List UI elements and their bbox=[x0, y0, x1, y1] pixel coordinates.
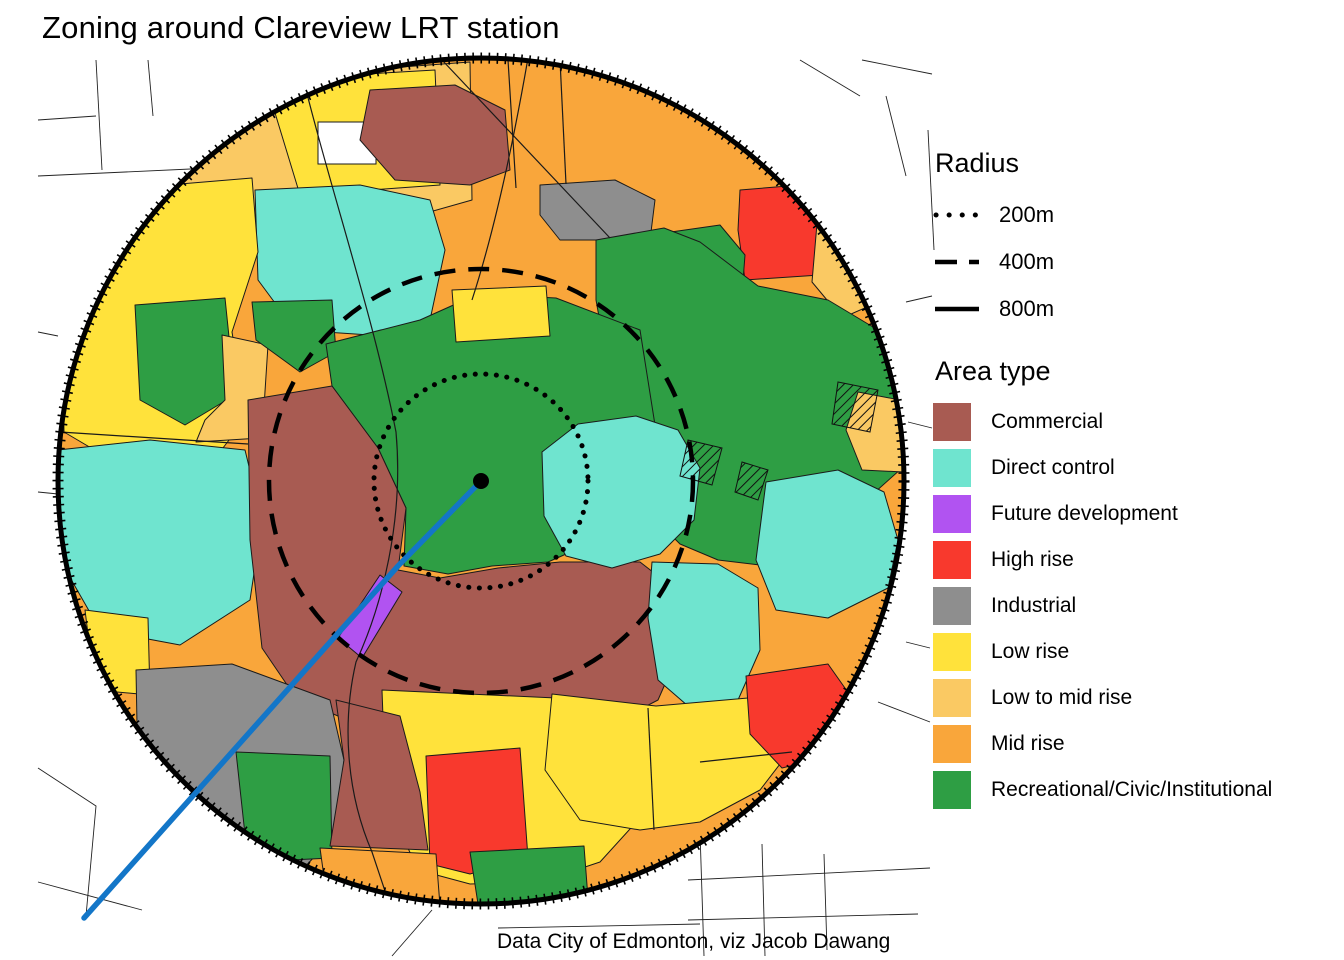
zone-recreational-southwest bbox=[235, 751, 333, 863]
lrt-line bbox=[81, 478, 484, 921]
hatched-parcels bbox=[679, 381, 879, 501]
swatch-low-to-mid-rise bbox=[933, 679, 971, 717]
zone-recreational bbox=[251, 299, 337, 373]
interior-roads bbox=[59, 58, 793, 904]
legend-item-mid-rise: Mid rise bbox=[933, 721, 1341, 767]
dashed-line-icon bbox=[935, 259, 979, 264]
legend-item-commercial: Commercial bbox=[933, 399, 1341, 445]
radius-400m-ring bbox=[266, 266, 696, 696]
station-dot bbox=[473, 473, 489, 489]
zone-commercial-southstrip bbox=[329, 699, 429, 851]
background-roads bbox=[37, 59, 935, 957]
radius-legend-heading: Radius bbox=[935, 148, 1020, 178]
swatch-commercial bbox=[933, 403, 971, 441]
legend-item-recreational: Recreational/Civic/Institutional bbox=[933, 767, 1341, 813]
radius-200m-ring bbox=[371, 371, 591, 591]
legend-item-industrial: Industrial bbox=[933, 583, 1341, 629]
zone-commercial bbox=[359, 84, 511, 186]
swatch-industrial bbox=[933, 587, 971, 625]
radius-rings bbox=[52, 52, 910, 910]
legend-radius-800m: 800m bbox=[933, 285, 1341, 332]
legend-item-direct-control: Direct control bbox=[933, 445, 1341, 491]
zone-direct-control-station bbox=[541, 415, 701, 569]
area-label: Mid rise bbox=[991, 732, 1065, 755]
swatch-high-rise bbox=[933, 541, 971, 579]
swatch-direct-control bbox=[933, 449, 971, 487]
legend-item-future-development: Future development bbox=[933, 491, 1341, 537]
zone-recreational bbox=[134, 297, 236, 426]
legend-item-low-rise: Low rise bbox=[933, 629, 1341, 675]
zone-low-rise bbox=[451, 285, 551, 343]
radius-label: 800m bbox=[999, 295, 1055, 321]
area-label: Low rise bbox=[991, 640, 1070, 663]
area-label: Commercial bbox=[991, 410, 1104, 433]
swatch-low-rise bbox=[933, 633, 971, 671]
swatch-recreational bbox=[933, 771, 971, 809]
legend-item-high-rise: High rise bbox=[933, 537, 1341, 583]
dotted-line-icon bbox=[933, 212, 981, 217]
swatch-future-development bbox=[933, 495, 971, 533]
area-label: High rise bbox=[991, 548, 1074, 571]
area-label: Future development bbox=[991, 502, 1178, 525]
legend-radius-200m: 200m bbox=[933, 191, 1341, 238]
radius-800m-ring bbox=[55, 55, 907, 907]
area-label: Industrial bbox=[991, 594, 1077, 617]
legend-item-low-to-mid-rise: Low to mid rise bbox=[933, 675, 1341, 721]
area-label: Low to mid rise bbox=[991, 686, 1133, 709]
area-label: Direct control bbox=[991, 456, 1115, 479]
zone-high-rise bbox=[737, 184, 826, 281]
area-legend-heading: Area type bbox=[935, 356, 1051, 386]
solid-line-icon bbox=[935, 306, 979, 311]
legend: Radius 200m 400m 800m Area type Commerci… bbox=[933, 148, 1341, 813]
map-title: Zoning around Clareview LRT station bbox=[42, 10, 560, 45]
swatch-mid-rise bbox=[933, 725, 971, 763]
radius-label: 400m bbox=[999, 248, 1055, 274]
caption: Data City of Edmonton, viz Jacob Dawang bbox=[497, 930, 891, 953]
zone-low-rise-southeast bbox=[544, 685, 801, 831]
area-label: Recreational/Civic/Institutional bbox=[991, 778, 1273, 801]
legend-radius-400m: 400m bbox=[933, 238, 1341, 285]
radius-label: 200m bbox=[999, 201, 1055, 227]
